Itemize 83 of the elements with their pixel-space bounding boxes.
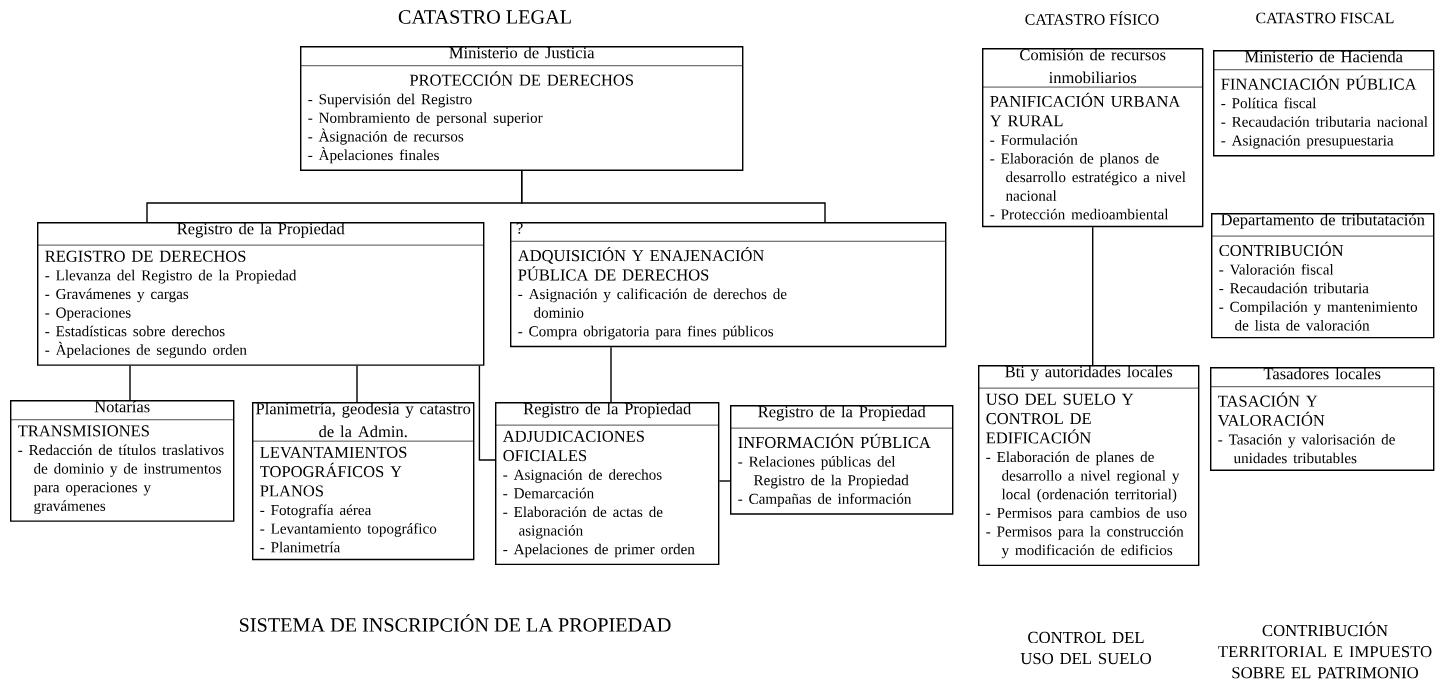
list-item: - Fotografía aérea <box>260 504 372 519</box>
list-item: - Relaciones públicas del Registro de la Propiedad <box>738 456 909 489</box>
section-title: SISTEMA DE INSCRIPCIÓN DE LA PROPIEDAD <box>239 614 671 632</box>
org-box <box>495 402 720 566</box>
list-item: - Planimetría <box>260 541 341 553</box>
list-item: - Recaudación tributaria nacional <box>1221 116 1428 127</box>
section-title: CATASTRO FÍSICO <box>1025 11 1159 25</box>
list-item: - Compilación y mantenimiento de lista de valoración <box>1219 301 1418 331</box>
box-heading: TRANSMISIONES <box>18 425 149 437</box>
section-title: CATASTRO FISCAL <box>1256 12 1394 24</box>
list-item: - Formulación <box>990 134 1078 145</box>
box-header: Ministerio de Hacienda <box>1244 50 1403 63</box>
org-box <box>1211 213 1435 339</box>
list-item: - Gravámenes y cargas <box>45 288 189 303</box>
org-box <box>978 365 1200 567</box>
box-header: Registro de la Propiedad <box>177 222 345 238</box>
connector-line <box>610 346 612 403</box>
section-title: CATASTRO LEGAL <box>398 10 571 24</box>
list-item: - Elaboración de actas de asignación <box>503 506 663 539</box>
box-heading: PROTECCIÓN DE DERECHOS <box>409 71 633 86</box>
list-item: - Asignación presupuestaria <box>1221 134 1394 149</box>
box-header: Registro de la Propiedad <box>523 402 691 418</box>
list-item: - Campañas de información <box>738 493 912 508</box>
list-item: - Àsignación de recursos <box>308 128 464 145</box>
list-item: - Redacción de títulos traslativos de dominio y de instrumentos para operaciones y gravámenes <box>18 444 224 515</box>
box-heading: LEVANTAMIENTOS TOPOGRÁFICOS Y PLANOS <box>260 446 407 497</box>
list-item: - Protección medioambiental <box>990 208 1169 220</box>
list-item: - Elaboración de planes de desarrollo a nivel regional y local (ordenación territorial) <box>986 451 1180 503</box>
org-box <box>37 222 485 366</box>
connector-line <box>1092 226 1094 366</box>
box-heading: PANIFICACIÓN URBANA Y RURAL <box>989 92 1181 127</box>
list-item: - Operaciones <box>45 307 131 321</box>
org-box <box>252 402 475 561</box>
box-header: Registro de la Propiedad <box>758 405 926 421</box>
list-item: - Supervisión del Registro <box>308 93 472 108</box>
list-item: - Estadísticas sobre derechos <box>45 325 225 337</box>
list-item: - Elaboración de planos de desarrollo estratégico a nivel nacional <box>990 152 1186 201</box>
connector-line <box>356 365 358 403</box>
list-item: - Levantamiento topográfico <box>260 523 437 537</box>
list-item: - Compra obrigatoria para fines públicos <box>518 325 774 340</box>
list-item: - Recaudación tributaria <box>1219 282 1369 294</box>
list-item: - Àpelaciones de segundo orden <box>45 341 247 359</box>
org-box <box>1213 50 1435 157</box>
list-item: - Àpelaciones finales <box>308 147 439 164</box>
org-box <box>510 222 947 348</box>
list-item: - Tasación y valorisación de unidades tributables <box>1218 433 1395 464</box>
list-item: - Permisos para cambios de uso <box>986 507 1187 522</box>
box-heading: ADQUISICIÓN Y ENAJENACIÓN PÚBLICA DE DERECHOS <box>517 246 764 281</box>
org-box <box>300 46 744 171</box>
box-header: Comisión de recursos inmobiliarios <box>1020 48 1166 84</box>
section-title: CONTROL DEL USO DEL SUELO <box>1020 631 1151 665</box>
list-item: - Asignación y calificación de derechos de dominio <box>518 288 787 318</box>
connector-line <box>129 365 131 401</box>
box-header: Notarías <box>94 400 150 413</box>
box-header: Ministerio de Justicia <box>449 46 595 59</box>
box-heading: REGISTRO DE DERECHOS <box>45 250 246 262</box>
box-heading: TASACIÓN Y VALORACIÓN <box>1217 392 1325 427</box>
connector-line <box>718 480 731 482</box>
list-item: - Nombramiento de personal superior <box>308 112 543 126</box>
org-box <box>730 405 954 515</box>
org-box <box>982 48 1204 228</box>
list-item: - Permisos para la construcción y modificación de edificios <box>986 525 1184 559</box>
box-header: Departamento de tributatación <box>1221 213 1425 229</box>
box-heading: FINANCIACIÓN PÚBLICA <box>1221 75 1417 90</box>
box-header: ? <box>516 222 523 234</box>
connector-line <box>478 365 496 461</box>
box-heading: USO DEL SUELO Y CONTROL DE EDIFICACIÓN <box>986 393 1134 444</box>
box-header: Tasadores locales <box>1263 367 1381 380</box>
org-box <box>10 400 235 522</box>
box-heading: ADJUDICACIONES OFICIALES <box>502 430 644 462</box>
list-item: - Política fiscal <box>1221 97 1317 109</box>
list-item: - Valoración fiscal <box>1219 263 1334 275</box>
box-header: Bti y autoridades locales <box>1005 365 1173 381</box>
list-item: - Llevanza del Registro de la Propiedad <box>45 269 297 284</box>
org-box <box>1210 367 1435 471</box>
box-heading: CONTRIBUCIÓN <box>1219 241 1344 257</box>
list-item: - Demarcación <box>503 487 594 499</box>
connector-line <box>521 170 826 223</box>
list-item: - Apelaciones de primer orden <box>503 543 695 558</box>
box-header: Planimetría, geodesia y catastro de la Admin. <box>256 402 471 438</box>
section-title: CONTRIBUCIÓN TERRITORIAL E IMPUESTO SOBRE EL PATRIMONIO <box>1218 621 1432 679</box>
list-item: - Asignación de derechos <box>503 469 662 483</box>
box-heading: INFORMACIÓN PÚBLICA <box>738 433 931 449</box>
